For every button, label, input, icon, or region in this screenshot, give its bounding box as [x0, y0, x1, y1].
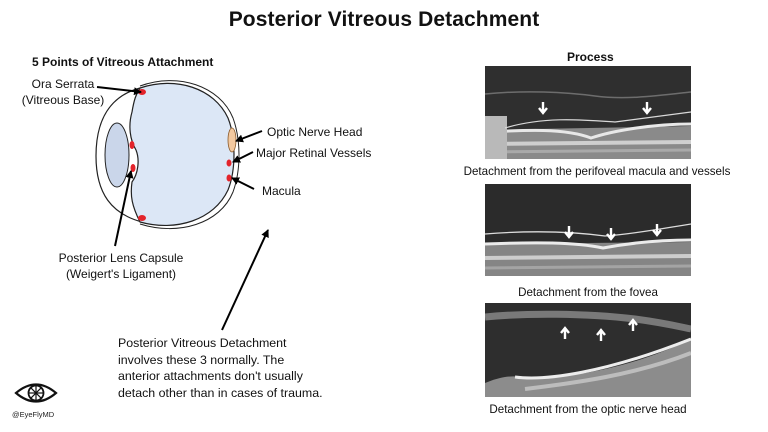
arrow-ora-serrata: [96, 86, 142, 96]
right-heading: Process: [567, 50, 614, 64]
label-major-retinal-vessels: Major Retinal Vessels: [256, 146, 372, 160]
optic-disc: [227, 127, 237, 153]
sclera-outline: [139, 80, 240, 230]
page-title: Posterior Vitreous Detachment: [228, 8, 540, 31]
arrow-macula: [231, 177, 255, 190]
lens: [104, 122, 130, 188]
caption-optic-nerve-head: Detachment from the optic nerve head: [489, 403, 687, 416]
arrow-retinal-vessels: [232, 151, 254, 163]
pvd-note: Posterior Vitreous Detachment involves t…: [118, 336, 323, 400]
label-optic-nerve-head: Optic Nerve Head: [267, 125, 363, 139]
oct-image-optic-nerve-head: [485, 303, 691, 397]
attachment-retinal-vessels: [226, 159, 232, 167]
logo-handle: @EyeFlyMD: [12, 410, 55, 419]
attachment-macula: [226, 174, 232, 182]
attachment-lens-capsule-top: [129, 141, 135, 149]
label-posterior-lens-capsule: Posterior Lens Capsule (Weigert's Ligame…: [58, 251, 184, 281]
vitreous-body: [129, 82, 235, 226]
label-macula: Macula: [262, 184, 301, 198]
label-ora-serrata: Ora Serrata (Vitreous Base): [21, 77, 105, 107]
caption-perifoveal: Detachment from the perifoveal macula an…: [463, 165, 731, 178]
caption-fovea: Detachment from the fovea: [518, 286, 658, 299]
arrow-pvd-note: [221, 229, 269, 331]
eye-logo-icon: [14, 383, 58, 403]
oct-image-perifoveal: [485, 66, 691, 159]
arrow-optic-nerve-head: [235, 130, 263, 143]
attachment-lens-capsule-bottom: [130, 164, 136, 172]
arrow-lens-capsule: [114, 170, 134, 247]
oct-image-fovea: [485, 184, 691, 276]
left-heading: 5 Points of Vitreous Attachment: [32, 55, 214, 69]
attachment-ora-serrata-bottom: [138, 215, 146, 221]
cornea-outline: [95, 87, 143, 223]
